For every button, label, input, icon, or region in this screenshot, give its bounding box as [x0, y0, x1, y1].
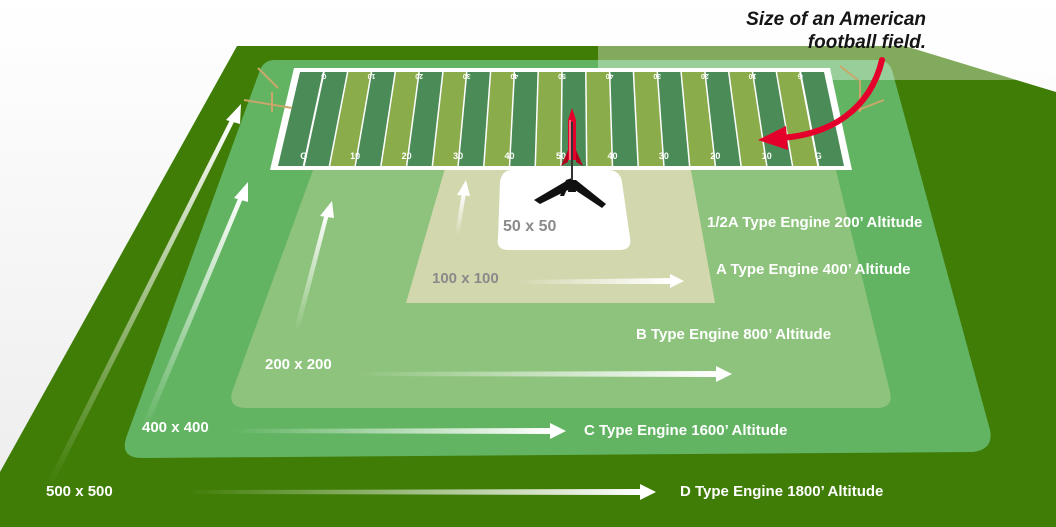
horizontal-arrow-400 [232, 428, 550, 434]
zone-50-area [498, 170, 631, 250]
horizontal-arrow-200 [356, 371, 716, 377]
yard-number: 30 [463, 72, 471, 79]
horizontal-arrow-500 [186, 489, 640, 495]
size-label-400: 400 x 400 [142, 419, 209, 436]
caption-line-1: Size of an American [600, 8, 926, 31]
engine-label-d: D Type Engine 1800’ Altitude [680, 483, 883, 500]
yard-number: 40 [607, 151, 617, 161]
size-label-200: 200 x 200 [265, 356, 332, 373]
yard-number: 40 [510, 72, 518, 79]
yard-number: 40 [505, 151, 515, 161]
caption-line-2: football field. [600, 31, 926, 54]
yard-number: 10 [749, 72, 757, 79]
yard-number: G [321, 72, 327, 79]
yard-number: 10 [762, 151, 772, 161]
yard-number: 30 [453, 151, 463, 161]
yard-number: 20 [415, 72, 423, 79]
yard-number: 20 [710, 151, 720, 161]
yard-number: 10 [350, 151, 360, 161]
yard-number: G [300, 151, 307, 161]
size-label-500: 500 x 500 [46, 483, 113, 500]
engine-label-half-a: 1/2A Type Engine 200’ Altitude [707, 214, 922, 231]
caption-title: Size of an American football field. [600, 8, 926, 54]
yard-number: G [815, 151, 822, 161]
yard-number: 30 [659, 151, 669, 161]
engine-label-b: B Type Engine 800’ Altitude [636, 326, 831, 343]
size-label-50: 50 x 50 [503, 218, 556, 236]
yard-number: 10 [367, 72, 375, 79]
yard-number: 30 [653, 72, 661, 79]
engine-label-a: A Type Engine 400’ Altitude [716, 261, 910, 278]
yard-number: 50 [558, 72, 566, 79]
yard-number: G [797, 72, 803, 79]
yard-number: 20 [402, 151, 412, 161]
engine-label-c: C Type Engine 1600’ Altitude [584, 422, 787, 439]
yard-line [586, 72, 587, 166]
yard-number: 20 [701, 72, 709, 79]
yard-number: 40 [606, 72, 614, 79]
size-label-100: 100 x 100 [432, 270, 499, 287]
